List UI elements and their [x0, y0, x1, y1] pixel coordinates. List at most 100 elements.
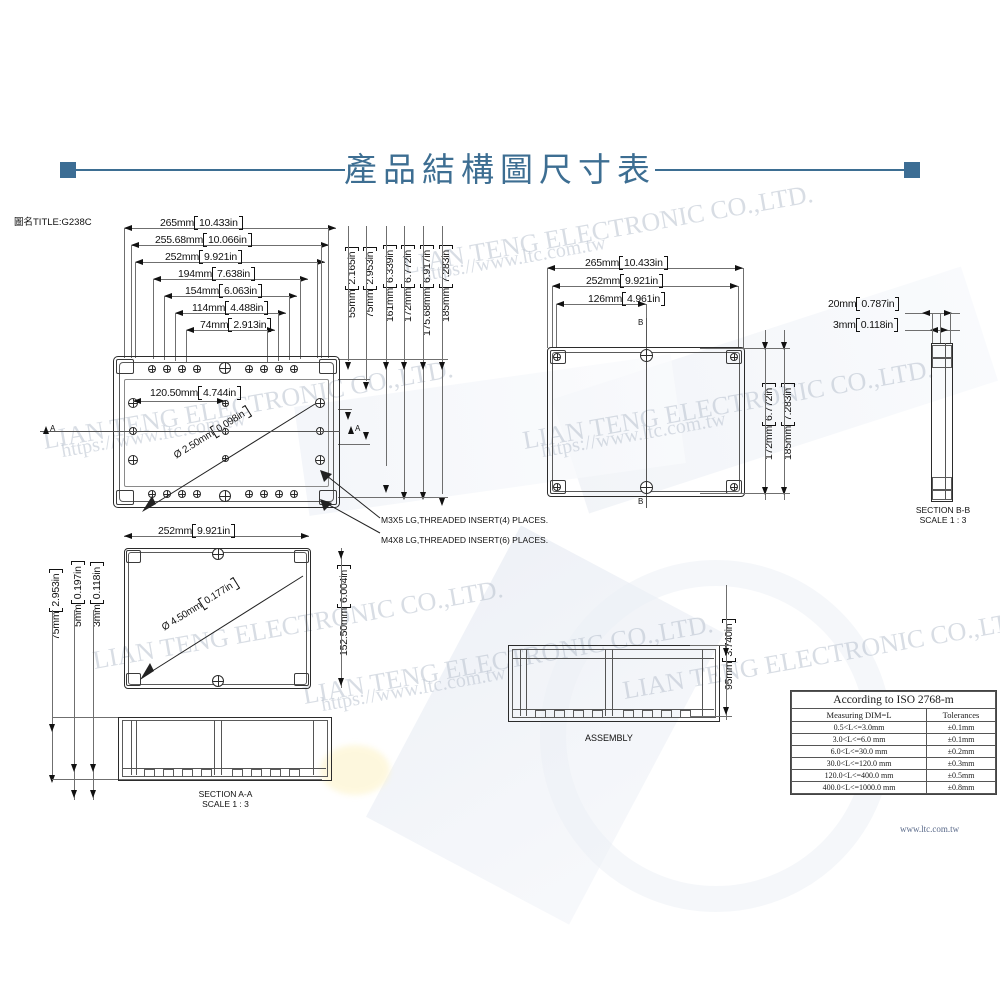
- hole-inner-3: [222, 455, 229, 462]
- header-rule-right: [655, 169, 920, 171]
- bot-varrow-75-t: [49, 724, 55, 732]
- dim-line-252: [135, 262, 325, 263]
- bb-arrow-20-r: [944, 310, 952, 316]
- dim-line-265-top: [124, 228, 336, 229]
- section-bb-bot-flange: [932, 477, 952, 491]
- vdim-lead-2: [338, 379, 370, 380]
- aa-rib-4: [221, 720, 222, 775]
- arrow-v-55-top: [345, 362, 351, 370]
- footer-url[interactable]: www.ltc.com.tw: [900, 824, 960, 834]
- mid-hole-br: [730, 483, 738, 491]
- assembly-lead-top: [690, 645, 732, 646]
- aa-rib-3: [214, 720, 215, 775]
- section-bb-top-flange: [932, 345, 952, 359]
- mid-arrow-126-r: [638, 301, 646, 307]
- hole-bot-center: [219, 490, 231, 502]
- section-bb-bot-flange-2: [932, 489, 952, 500]
- mid-corner-tl: [550, 350, 566, 364]
- section-bb-caption: SECTION B-B SCALE 1 : 3: [898, 505, 988, 525]
- bot-dim-line-252: [124, 536, 309, 537]
- arrow-v-172-top: [401, 362, 407, 370]
- mid-arrow-126-l: [556, 301, 564, 307]
- tolerance-range-6: 400.0<L<=1000.0 mm: [790, 781, 928, 794]
- middle-view-inner: [552, 352, 740, 492]
- assembly-foot-6: [642, 710, 653, 718]
- assembly-varrow-top: [723, 648, 729, 656]
- arrow-12050-right: [217, 398, 225, 404]
- arrow-154-right: [289, 293, 297, 299]
- arrow-v-75-bot: [363, 432, 369, 440]
- section-a-arrow-left: [43, 426, 49, 434]
- section-aa-body: [118, 717, 332, 781]
- section-aa-caption: SECTION A-A SCALE 1 : 3: [178, 789, 273, 809]
- mid-arrow-265-r: [735, 265, 743, 271]
- arrow-v-161-top: [383, 362, 389, 370]
- section-a-arrow-right: [348, 426, 354, 434]
- assembly-foot-5: [623, 710, 634, 718]
- arrow-114-left: [175, 310, 183, 316]
- bb-arrow-3-r: [940, 327, 948, 333]
- section-bb-label: SECTION B-B: [915, 505, 971, 515]
- tolerance-value-3: ±0.2mm: [926, 745, 996, 758]
- hole-top-8: [290, 365, 298, 373]
- section-aa-scale: SCALE 1 : 3: [202, 799, 249, 809]
- arrow-25568-left: [131, 242, 139, 248]
- arrow-154-left: [164, 293, 172, 299]
- mid-hole-tr: [730, 353, 738, 361]
- arrow-25568-right: [321, 242, 329, 248]
- mid-ext-1: [547, 268, 548, 348]
- ext-line-k: [300, 279, 301, 359]
- tolerance-value-5: ±0.5mm: [926, 769, 996, 782]
- arrow-v-17568-top: [420, 362, 426, 370]
- vdim-line-17568: [423, 226, 424, 494]
- aa-rib-1: [131, 720, 132, 775]
- vdim-lead-5: [338, 497, 448, 498]
- aa-foot-3: [182, 769, 193, 777]
- assembly-foot-2: [554, 710, 565, 718]
- dim-line-194: [153, 279, 308, 280]
- section-a-line: [40, 431, 340, 432]
- insert-leader-m4: [320, 499, 381, 534]
- hole-top-4: [193, 365, 201, 373]
- hole-top-3: [178, 365, 186, 373]
- bot-vline-3: [93, 610, 94, 800]
- assembly-foot-8: [680, 710, 691, 718]
- assembly-inner: [512, 649, 716, 718]
- bb-ext-3: [950, 313, 951, 343]
- section-bb-inner-line: [945, 343, 946, 500]
- bot-corner-tl: [126, 550, 141, 563]
- mid-varrow-185-b: [781, 487, 787, 495]
- watermark-band-1: [365, 525, 725, 925]
- section-aa-inner: [122, 720, 328, 777]
- vdim-line-55: [348, 226, 349, 361]
- assembly-varrow-bot: [723, 707, 729, 715]
- tolerance-range-4: 30.0<L<=120.0 mm: [790, 757, 928, 770]
- watermark-text-8: https://www.ltc.com.tw: [319, 661, 508, 717]
- section-b-line: [646, 318, 647, 508]
- tolerance-value-4: ±0.3mm: [926, 757, 996, 770]
- tolerance-value-6: ±0.8mm: [926, 781, 996, 794]
- mid-dim-line-265: [547, 268, 743, 269]
- vdim-lead-3: [338, 409, 352, 410]
- dim-line-114: [175, 313, 286, 314]
- aa-foot-8: [289, 769, 300, 777]
- tolerance-range-2: 3.0<L<=6.0 mm: [790, 733, 928, 746]
- bot-vline-75: [52, 610, 53, 780]
- aa-foot-5: [232, 769, 243, 777]
- assembly-body: [508, 645, 720, 722]
- assembly-lead-bot: [690, 716, 732, 717]
- tolerance-col-measuring: Measuring DIM=L: [790, 708, 928, 722]
- note-insert-m3: M3X5 LG,THREADED INSERT(4) PLACES.: [381, 515, 549, 525]
- bot-hole-bot-center: [212, 675, 224, 687]
- dim-line-25568: [131, 245, 329, 246]
- bot-arrow-252-l: [124, 533, 132, 539]
- tolerance-value-2: ±0.1mm: [926, 733, 996, 746]
- assembly-foot-4: [592, 710, 603, 718]
- section-aa-label: SECTION A-A: [198, 789, 253, 799]
- ext-line-c: [135, 262, 136, 358]
